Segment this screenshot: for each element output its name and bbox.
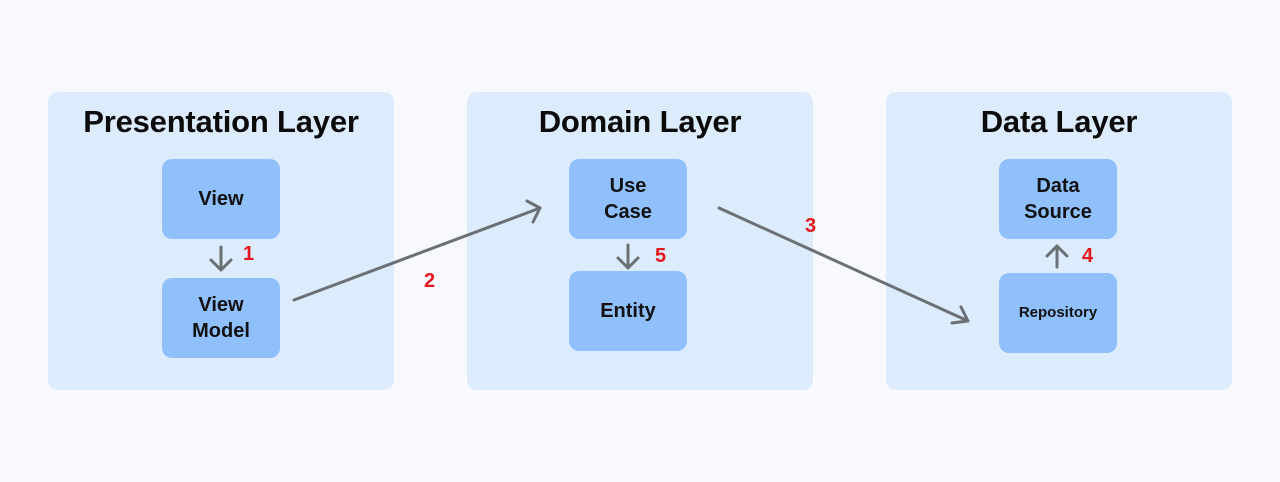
entity-node: Entity [569,271,687,351]
arrow-usecase-to-entity [616,243,640,270]
view-model-node: View Model [162,278,280,358]
repository-node: Repository [999,273,1117,353]
step-1-label: 1 [243,243,255,265]
presentation-layer-title: Presentation Layer [83,104,359,139]
arrow-viewmodel-to-usecase [292,199,542,302]
data-source-node: Data Source [999,159,1117,239]
data-layer-panel: Data Layer Data Source Repository [886,92,1232,390]
presentation-layer-panel: Presentation Layer View View Model [48,92,394,390]
data-layer-title: Data Layer [980,104,1138,139]
step-3-label: 3 [805,215,817,237]
arrow-view-to-viewmodel [209,245,233,272]
step-2-label: 2 [424,270,436,292]
domain-layer-title: Domain Layer [538,104,742,139]
step-5-label: 5 [655,245,667,267]
step-4-label: 4 [1082,245,1094,267]
arrow-repository-to-datasource [1045,244,1069,269]
use-case-node: Use Case [569,159,687,239]
arrow-usecase-to-repository [717,206,970,325]
view-node: View [162,159,280,239]
domain-layer-panel: Domain Layer Use Case Entity [467,92,813,390]
